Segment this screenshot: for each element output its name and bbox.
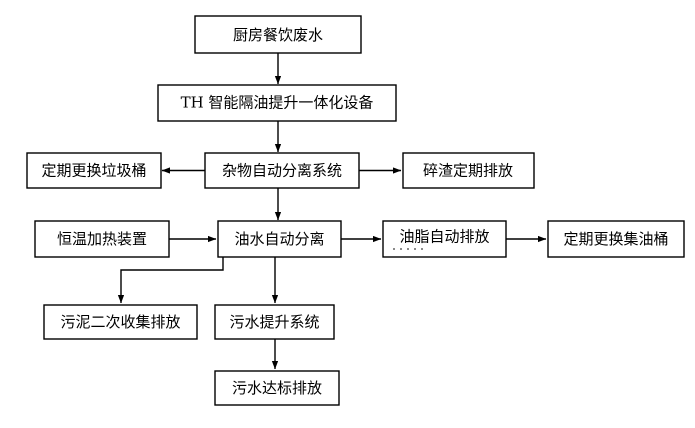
node-constant-temperature-heater[interactable]: 恒温加热装置 (34, 220, 170, 258)
node-layer: 厨房餐饮废水 TH 智能隔油提升一体化设备 定期更换垃圾桶 杂物自动分离系统 碎… (26, 15, 685, 406)
node-sewage-compliant-discharge[interactable]: 污水达标排放 (214, 370, 340, 406)
node-sludge-secondary-collection-discharge[interactable]: 污泥二次收集排放 (43, 304, 198, 340)
node-oil-water-auto-separation-label: 油水自动分离 (234, 230, 324, 248)
edge-layer (117, 53, 547, 370)
node-grease-auto-discharge-label: 油脂自动排放 (399, 228, 489, 246)
node-th-integrated-device-label: TH 智能隔油提升一体化设备 (181, 94, 374, 112)
node-oil-water-auto-separation[interactable]: 油水自动分离 (217, 220, 342, 258)
node-replace-oil-collection-drum[interactable]: 定期更换集油桶 (547, 220, 685, 258)
node-kitchen-wastewater[interactable]: 厨房餐饮废水 (194, 15, 362, 54)
node-replace-trash-bin-label: 定期更换垃圾桶 (41, 162, 146, 180)
node-sewage-compliant-discharge-label: 污水达标排放 (232, 379, 322, 397)
node-constant-temperature-heater-label: 恒温加热装置 (57, 230, 147, 248)
grease-discharge-render-artifact (393, 248, 423, 250)
node-replace-trash-bin[interactable]: 定期更换垃圾桶 (26, 152, 162, 189)
edge-oil-water-separation-to-sludge-collection (117, 257, 224, 304)
node-replace-oil-collection-drum-label: 定期更换集油桶 (563, 230, 668, 248)
node-debris-auto-separation-system[interactable]: 杂物自动分离系统 (204, 152, 360, 189)
node-residue-scheduled-discharge-label: 碎渣定期排放 (423, 162, 513, 180)
node-debris-auto-separation-system-label: 杂物自动分离系统 (222, 162, 342, 180)
node-th-integrated-device[interactable]: TH 智能隔油提升一体化设备 (157, 84, 397, 122)
node-sludge-secondary-collection-discharge-label: 污泥二次收集排放 (60, 313, 180, 331)
node-kitchen-wastewater-label: 厨房餐饮废水 (233, 26, 323, 44)
node-sewage-lifting-system[interactable]: 污水提升系统 (214, 304, 335, 340)
node-grease-auto-discharge[interactable]: 油脂自动排放 (382, 220, 507, 258)
node-residue-scheduled-discharge[interactable]: 碎渣定期排放 (402, 152, 535, 189)
node-sewage-lifting-system-label: 污水提升系统 (229, 313, 319, 331)
